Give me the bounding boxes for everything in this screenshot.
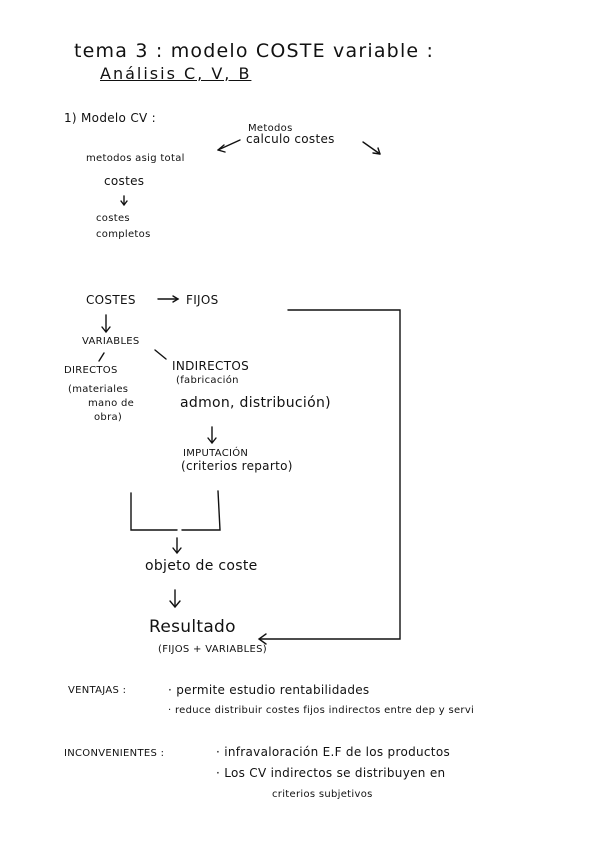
join-bracket [130,490,221,531]
resultado-detail: (FIJOS + VARIABLES) [158,644,267,655]
diagram-resultado: Resultado [149,617,236,637]
branch-directos [98,352,105,362]
metodos-label: Metodos [248,123,293,134]
metodos-asig-label: metodos asig total [86,153,185,164]
fijos-bracket-line [259,309,401,640]
directos-detail-1: (materiales [68,384,129,395]
diagram-costes: COSTES [86,293,136,307]
diagram-imputacion: IMPUTACIÓN [183,448,249,459]
inconvenientes-item-1: · infravaloración E.F de los productos [216,745,451,759]
ventajas-item-2: · reduce distribuir costes fijos indirec… [168,705,475,716]
directos-detail-3: obra) [94,412,123,423]
diagram-fijos: FIJOS [186,293,219,307]
diagram-directos: DIRECTOS [64,365,118,376]
ventajas-item-1: · permite estudio rentabilidades [168,683,370,697]
inconvenientes-item-3: criterios subjetivos [272,789,373,800]
inconvenientes-label: INCONVENIENTES : [64,748,165,759]
diagram-objeto: objeto de coste [145,558,258,574]
branch-indirectos [154,349,167,360]
inconvenientes-item-2: · Los CV indirectos se distribuyen en [216,766,446,780]
ventajas-label: VENTAJAS : [68,685,127,696]
title-line2: Análisis C, V, B [100,64,252,83]
diagram-variables: VARIABLES [82,336,140,347]
calculo-costes-label: calculo costes [246,132,335,146]
indirectos-detail-2: admon, distribución) [180,395,331,411]
diagram-indirectos: INDIRECTOS [172,359,249,373]
diagram-criterios: (criterios reparto) [181,459,293,473]
arrow-to-asig-total [217,139,241,151]
arrow-calculo-right [362,141,381,155]
indirectos-detail-1: (fabricación [176,375,239,386]
costes-completos-1: costes [96,213,130,224]
directos-detail-2: mano de [88,398,135,409]
modelo-heading: 1) Modelo CV : [64,111,156,125]
costes-completos-2: completos [96,229,151,240]
title-line1: tema 3 : modelo COSTE variable : [74,40,435,62]
costes-label: costes [104,174,145,188]
